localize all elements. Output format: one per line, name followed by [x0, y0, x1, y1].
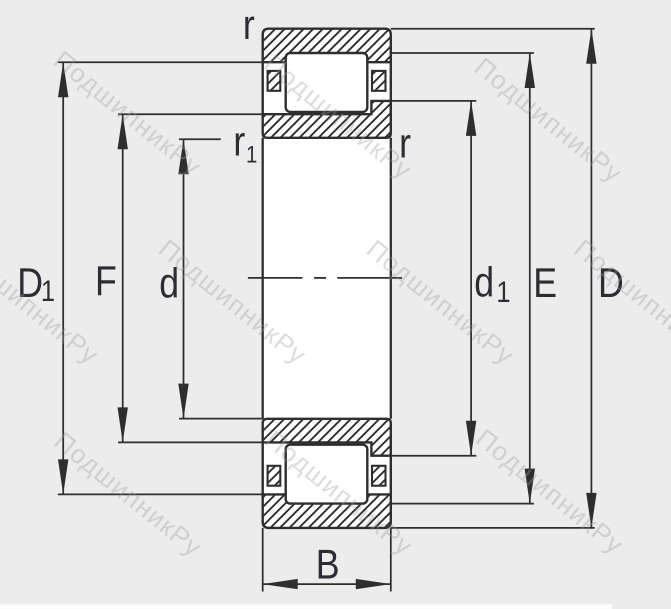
svg-text:1: 1 — [496, 275, 510, 308]
svg-text:F: F — [95, 258, 117, 304]
svg-text:r: r — [399, 121, 411, 167]
svg-text:B: B — [316, 542, 340, 588]
svg-text:1: 1 — [41, 274, 55, 307]
svg-text:D: D — [17, 260, 43, 306]
svg-text:d: d — [474, 260, 494, 306]
svg-text:D: D — [598, 261, 624, 307]
svg-text:E: E — [533, 260, 557, 306]
svg-text:1: 1 — [246, 141, 257, 168]
svg-text:r: r — [243, 2, 255, 48]
svg-text:d: d — [159, 261, 179, 307]
svg-text:r: r — [233, 119, 245, 165]
